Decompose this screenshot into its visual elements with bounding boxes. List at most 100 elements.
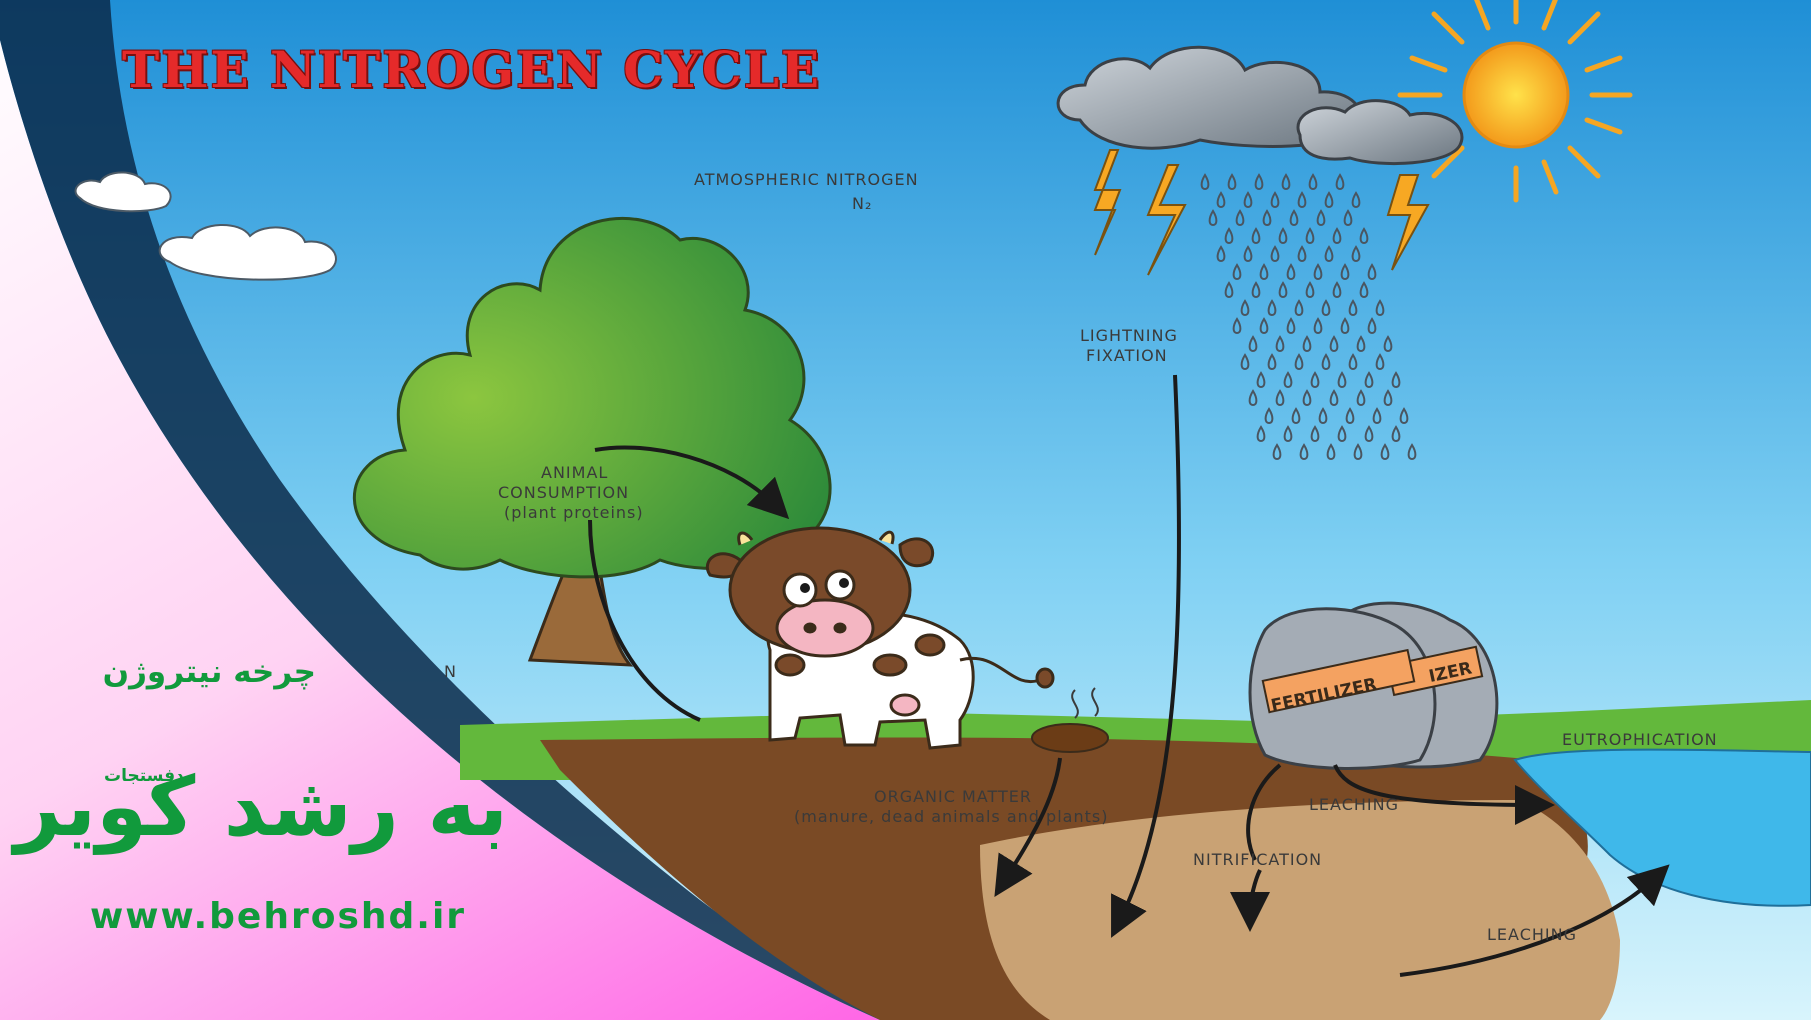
rain-drop [1407,443,1417,461]
rain-drop [1310,425,1320,443]
rain-drop [1356,335,1366,353]
rain-drop [1200,173,1210,191]
rain-drop [1294,299,1304,317]
cycle-arrows [588,374,1670,977]
label-eutrophication: EUTROPHICATION [1562,730,1718,749]
label-organic-matter: ORGANIC MATTER [874,787,1032,806]
diagram-title: THE NITROGEN CYCLE [122,40,821,99]
rain-drop [1275,389,1285,407]
rain-drop [1399,407,1409,425]
rain-drop [1380,443,1390,461]
rain-drop [1224,281,1234,299]
rain-drop [1383,335,1393,353]
rain-drop [1321,353,1331,371]
rain-drop [1343,209,1353,227]
rain-drop [1367,263,1377,281]
rain-drop [1235,209,1245,227]
rain-drop [1340,317,1350,335]
rain-drop [1256,425,1266,443]
storm-cloud-icon [1056,45,1464,166]
rain-drop [1251,281,1261,299]
rain-drop [1270,191,1280,209]
rain-drop [1313,263,1323,281]
rain-drop [1283,371,1293,389]
rain-drop [1302,389,1312,407]
rain-drop [1308,173,1318,191]
rain-drop [1297,245,1307,263]
water-pond [1513,748,1811,907]
rain-drop [1299,443,1309,461]
rain-drop [1264,407,1274,425]
cow-icon [705,526,1055,750]
rain-drop [1305,227,1315,245]
rain-drop [1326,443,1336,461]
rain-drop [1324,191,1334,209]
rain-drop [1240,353,1250,371]
rain-drop [1248,389,1258,407]
label-leaching-lower: LEACHING [1487,925,1577,944]
fertilizer-bag-icon [1248,601,1499,770]
rain-drop [1337,371,1347,389]
rain-drop [1232,317,1242,335]
label-lightning: LIGHTNING [1080,326,1178,345]
arrow-plant-to-ground [588,519,701,722]
rain-drop [1267,353,1277,371]
rain-drop [1391,425,1401,443]
label-n2: N₂ [852,194,873,213]
rain-drop [1275,335,1285,353]
brand-url-link[interactable]: www.behroshd.ir [90,896,467,937]
rain-drop [1321,299,1331,317]
rain-drop [1224,227,1234,245]
rain-drop [1216,191,1226,209]
rain-drop [1291,407,1301,425]
rain-drop [1348,353,1358,371]
rain-drop [1316,209,1326,227]
rain-drop [1332,281,1342,299]
label-partial-left: N [444,662,457,681]
manure-icon [1031,687,1109,753]
rain-drop [1335,173,1345,191]
arrow-nitrification [1230,869,1271,932]
rain-drop [1351,245,1361,263]
rain-drop [1329,335,1339,353]
arrow-fertilizer-down [1246,763,1282,861]
rain-drop [1243,245,1253,263]
rain-drop [1391,371,1401,389]
rain-drop [1364,425,1374,443]
rain-drop [1208,209,1218,227]
rain-drop [1310,371,1320,389]
rain-drop [1297,191,1307,209]
rain-drop [1318,407,1328,425]
arrow-animal-consumption [594,445,790,520]
label-organic-examples: (manure, dead animals and plants) [794,807,1109,826]
label-animal: ANIMAL [541,463,609,482]
rain-drop [1232,263,1242,281]
rain-drop [1332,227,1342,245]
rain-drop [1243,191,1253,209]
rain-drop [1262,209,1272,227]
arrow-lightning-fixation [1111,374,1182,938]
label-leaching-upper: LEACHING [1309,795,1399,814]
brand-logo-subtitle: دفستجات [104,766,184,786]
brand-logo: به رشد کویر [14,760,508,855]
rain-drop [1359,281,1369,299]
cloud-icon [74,171,337,281]
rain-drop [1367,317,1377,335]
rain-drop [1351,191,1361,209]
rain-drop [1256,371,1266,389]
rain-drop [1248,335,1258,353]
rain-drops [1200,173,1417,461]
rain-drop [1283,425,1293,443]
rain-drop [1227,173,1237,191]
rain-drop [1259,317,1269,335]
rain-drop [1272,443,1282,461]
rain-drop [1267,299,1277,317]
rain-drop [1313,317,1323,335]
rain-drop [1359,227,1369,245]
rain-drop [1254,173,1264,191]
rain-drop [1340,263,1350,281]
rain-drop [1337,425,1347,443]
arrow-leaching-upper [1333,764,1555,825]
lightning-bolt-icon [1093,149,1430,276]
